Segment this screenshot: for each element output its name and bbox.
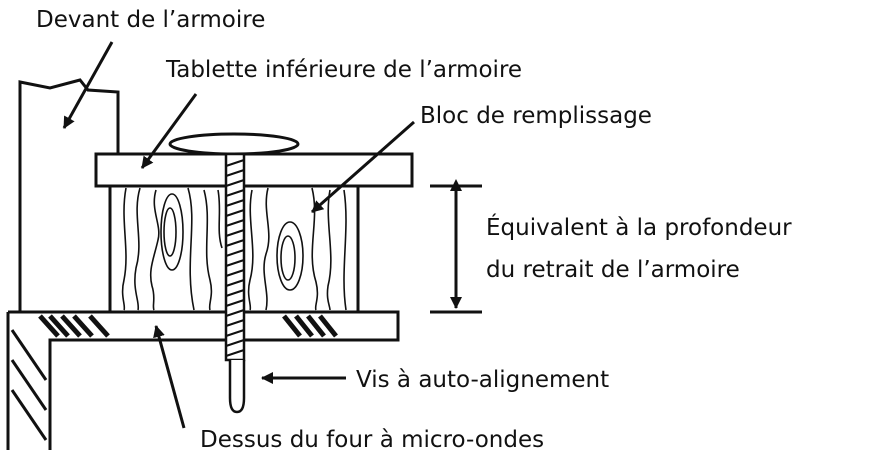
label-recess-depth-line2: du retrait de l’armoire [486,257,740,283]
leader-cabinet-front [62,41,114,129]
label-microwave-top: Dessus du four à micro-ondes [200,427,545,453]
label-cabinet-bottom-shelf: Tablette inférieure de l’armoire [166,57,523,83]
recess-depth-dimension [430,179,482,314]
leader-microwave-top [153,325,186,429]
label-self-aligning-screw: Vis à auto-alignement [356,367,610,393]
cabinet-front-panel [18,78,120,312]
microwave-top [6,310,400,450]
label-cabinet-front: Devant de l’armoire [36,7,266,33]
leader-cabinet-shelf [140,93,198,169]
leader-filler-block [311,120,415,214]
label-filler-block: Bloc de remplissage [420,103,652,129]
label-recess-depth-line1: Équivalent à la profondeur [486,215,792,241]
cabinet-bottom-shelf [94,152,414,188]
self-aligning-screw [168,132,300,414]
